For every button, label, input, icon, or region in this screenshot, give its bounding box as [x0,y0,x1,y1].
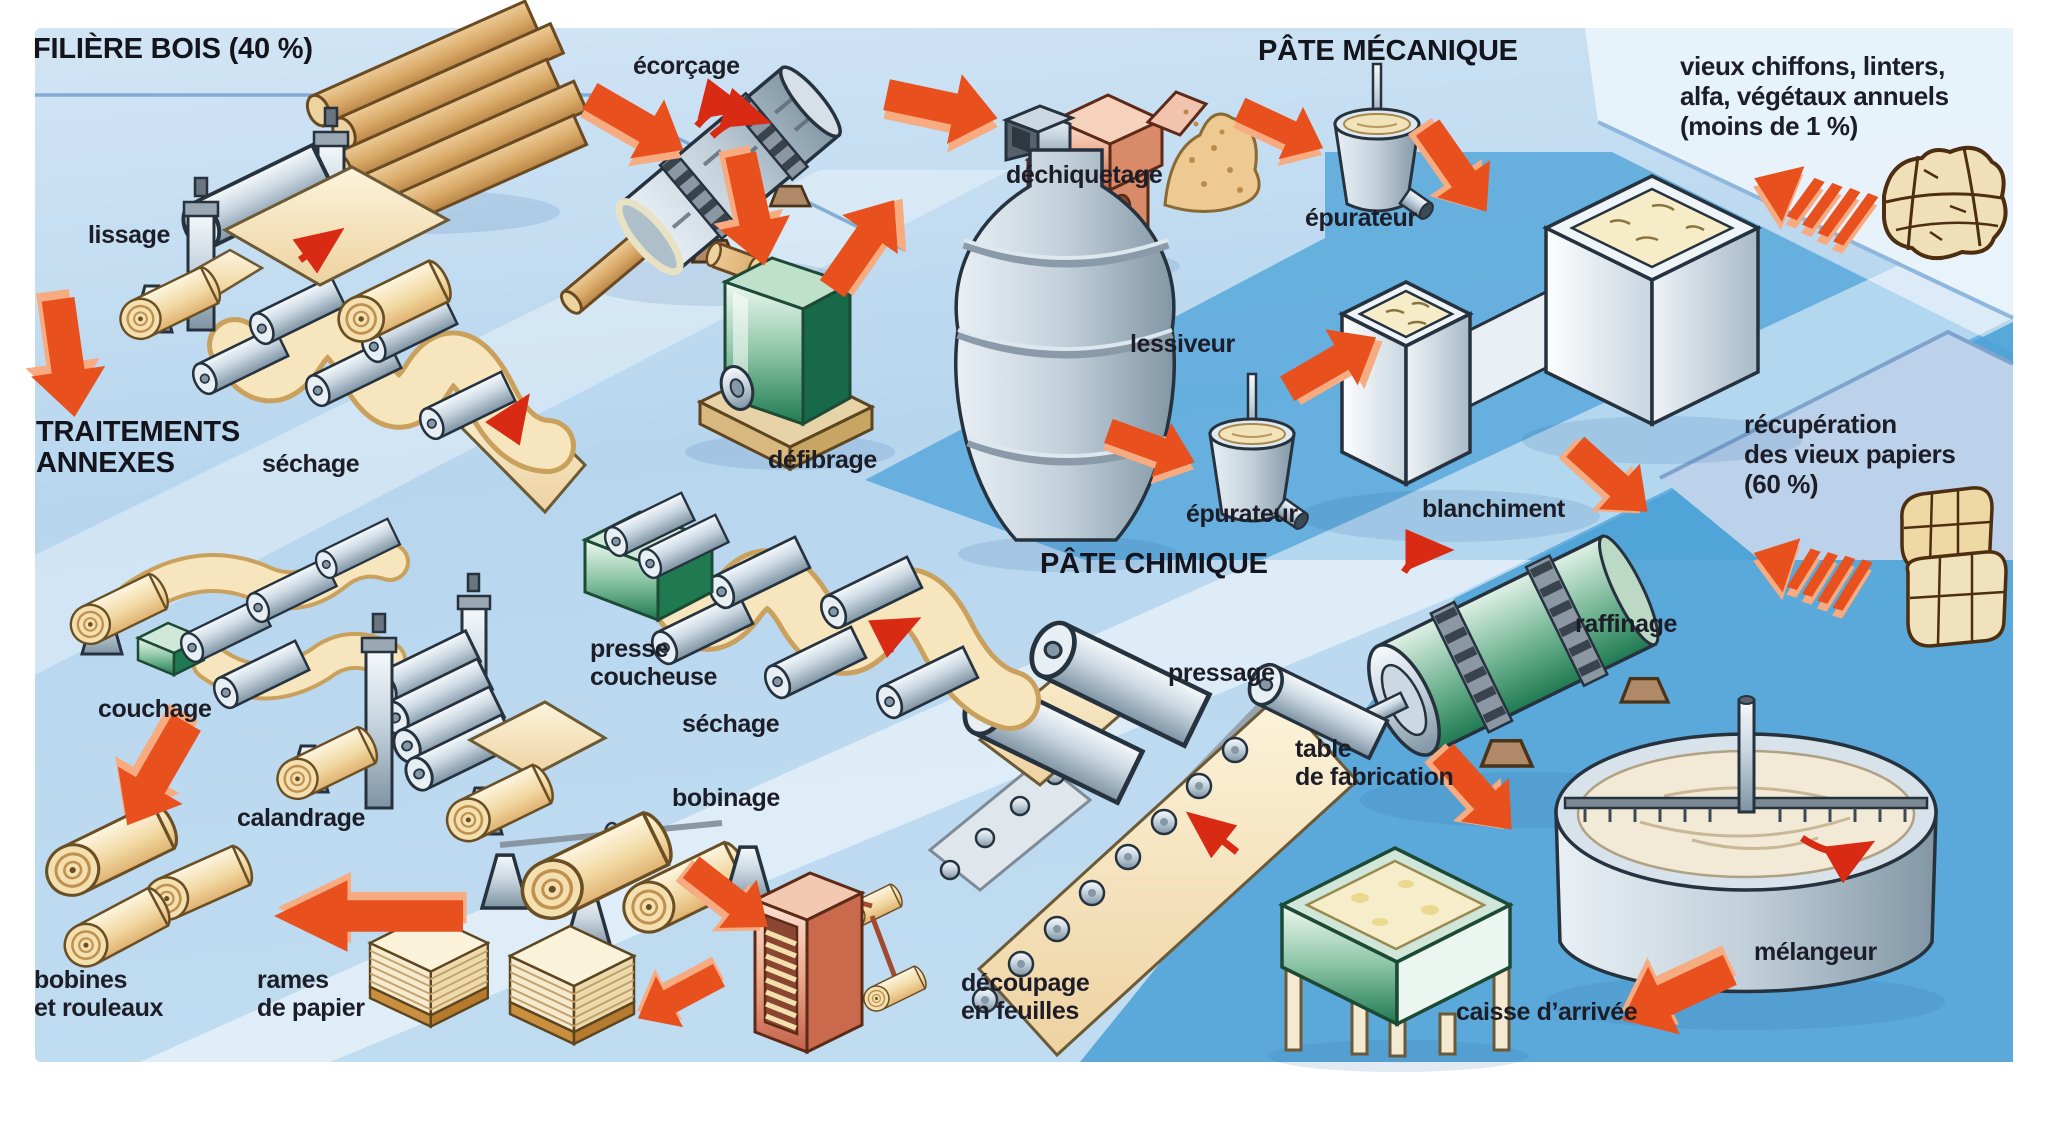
label-lissage: lissage [88,221,170,249]
label-defibrage: défibrage [768,446,877,474]
label-bobines-rouleaux: bobines et rouleaux [34,966,163,1022]
label-blanchiment: blanchiment [1422,495,1565,523]
label-recuperation: récupération des vieux papiers (60 %) [1744,409,1956,499]
label-epurateur-2: épurateur [1186,500,1298,528]
purifier-bucket-2 [1208,372,1309,531]
sheet-cutter-illustration [751,871,930,1055]
label-calandrage: calandrage [237,804,366,832]
label-filiere-bois: FILIÈRE BOIS (40 %) [33,33,313,65]
label-raffinage: raffinage [1575,610,1677,638]
label-lessiveur: lessiveur [1130,330,1235,358]
defibrator-illustration [696,241,876,472]
label-pate-mecanique: PÂTE MÉCANIQUE [1258,35,1518,67]
label-rames-papier: rames de papier [257,966,365,1022]
label-decoupage: découpage en feuilles [961,969,1090,1025]
label-dechiquetage: déchiquetage [1006,161,1163,189]
log-pile-illustration [302,0,589,243]
label-caisse-arrivee: caisse d’arrivée [1456,998,1638,1026]
label-sechage-1: séchage [262,450,360,478]
rag-bale-illustration [1882,145,2008,260]
label-ecorcage: écorçage [633,52,740,80]
label-couchage: couchage [98,695,212,723]
label-pressage: pressage [1168,659,1275,687]
purifier-bucket-1 [1333,62,1434,221]
label-vieux-chiffons: vieux chiffons, linters, alfa, végétaux … [1680,51,1949,141]
bleaching-vats-illustration [1338,174,1762,487]
label-bobinage: bobinage [672,784,780,812]
calender-illustration [269,572,609,850]
dryer-section-2-illustration [641,535,1041,731]
press-section-illustration [927,616,1209,892]
waste-paper-bales-illustration [1900,486,2008,648]
direction-arrows [292,78,1876,884]
label-traitements-annexes: TRAITEMENTS ANNEXES [36,416,241,480]
headbox-illustration [1278,846,1514,1058]
label-sechage-2: séchage [682,710,780,738]
label-presse-coucheuse: presse coucheuse [590,635,718,691]
label-epurateur-1: épurateur [1305,204,1417,232]
winder-illustration [480,806,773,950]
mixer-tank-illustration [1554,695,1938,994]
label-melangeur: mélangeur [1754,938,1877,966]
forming-table-illustration [971,657,1390,1058]
label-pate-chimique: PÂTE CHIMIQUE [1040,548,1268,580]
label-table-fabrication: table de fabrication [1295,735,1454,791]
coating-press-illustration [459,377,730,623]
